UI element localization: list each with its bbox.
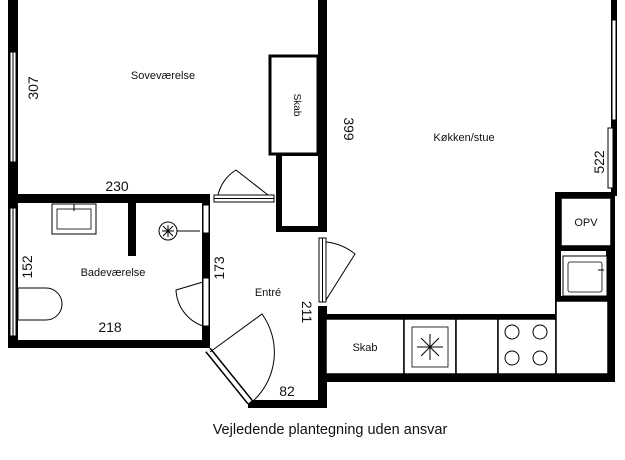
wall-bath-partition [128,202,136,256]
dim-entrance-height: 211 [299,301,315,324]
counter [455,318,499,375]
wall-center-upper [318,0,327,232]
shower-drain-icon [158,221,200,241]
wall-left [8,0,18,348]
closet-bedroom [268,54,320,156]
kitchen-fixtures [403,197,612,375]
bathroom-fixtures [17,203,200,321]
burner-icon [504,350,520,366]
entrance-door-swing [209,313,275,403]
window-kitchen-upper [611,19,617,121]
dim-bathroom-width: 218 [98,319,122,335]
wall-shaft-left [276,150,282,232]
closet-label-kitchen: Skab [352,342,377,354]
wall-entrance-bottom [248,400,324,408]
windows [9,19,617,337]
opv-box [560,197,612,247]
room-label-kitchen: Køkken/stue [433,132,494,144]
hall-door-opening [202,204,210,234]
wall-bath-bottom [8,340,210,348]
wall-bedroom-bottom [8,194,210,203]
wall-opv-mid [555,246,615,251]
dim-bedroom-width: 230 [105,178,129,194]
wall-sink-bottom [555,296,615,301]
wall-kitchen-bottom [318,374,614,382]
burner-icon [504,324,520,340]
bathroom-door-swing [175,281,204,327]
dim-bedroom-height: 307 [25,76,41,100]
room-label-entrance: Entré [255,287,281,299]
opv-label: OPV [574,217,598,229]
window-kitchen-lower [607,127,614,189]
kitchen-door-swing [325,241,356,301]
wall-opv-left [555,192,561,316]
wall-right-lower [606,192,615,382]
wall-bath-right [202,194,210,344]
wall-center-lower [318,306,327,408]
dim-hall-height: 173 [211,256,227,280]
dim-kitchen-height-right: 522 [591,150,607,174]
closet-label-bedroom: Skab [291,94,302,117]
bathroom-door-opening [202,277,210,327]
dim-bathroom-height: 152 [19,255,35,279]
toilet-icon [17,287,63,321]
room-label-bedroom: Soveværelse [131,70,195,82]
dim-entrance-width: 82 [279,383,295,399]
fan-icon [417,334,443,360]
wall-counter-top [324,314,614,319]
wall-opv-top [555,192,615,198]
counter-right [555,300,609,375]
room-label-bathroom: Badeværelse [81,267,146,279]
closet-kitchen [325,318,405,375]
burner-icon [532,350,548,366]
dim-kitchen-height-left: 399 [341,117,357,141]
wall-shaft-bottom [276,226,326,232]
doors [175,169,356,405]
plan-caption: Vejledende plantegning uden ansvar [213,422,448,438]
bedroom-door-swing [217,169,269,196]
kitchen-sink [562,255,608,297]
burner-icon [532,324,548,340]
